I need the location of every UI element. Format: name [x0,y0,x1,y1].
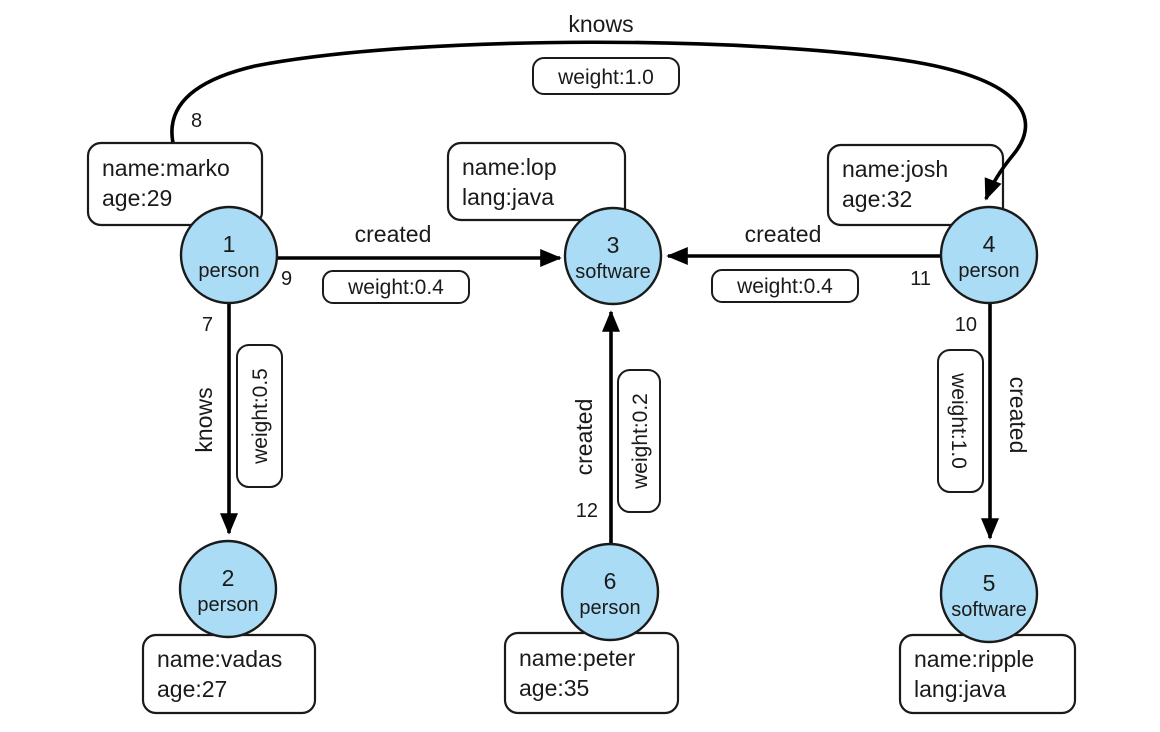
weight-box-edge-7 [236,344,283,488]
prop-age-marko: age:29 [102,185,172,211]
prop-age-vadas: age:27 [157,676,227,702]
edge-label-knows-1-4: knows [568,11,633,37]
node-3-type: software [575,261,651,283]
prop-name-peter: name:peter [519,645,636,671]
edge-created-1-3: created 9 weight:0.4 [240,221,562,304]
node-5-id: 5 [983,570,996,596]
node-4-id: 4 [983,231,996,257]
node-6-circle [560,542,660,642]
edge-created-4-3: created 11 weight:0.4 [666,221,950,303]
node-1-circle [179,205,279,305]
edge-line-knows-1-4 [170,40,1028,213]
node-3-circle [563,206,663,306]
prop-name-ripple: name:ripple [914,646,1034,672]
prop-age-josh: age:32 [842,186,912,212]
prop-box-node-3: name:lop lang:java [446,141,627,222]
node-6-type: person [579,597,640,619]
weight-label-edge-10: weight:1.0 [947,372,970,469]
edge-label-created-6-3: created [571,399,597,476]
prop-name-lop: name:lop [462,154,557,180]
node-5-circle [939,544,1039,644]
node-6: 6 person [560,542,660,642]
edge-label-knows-1-2: knows [191,387,217,452]
node-2: 2 person [178,539,278,639]
prop-lang-lop: lang:java [462,184,554,210]
weight-label-edge-8: weight:1.0 [557,66,654,89]
prop-name-vadas: name:vadas [157,646,282,672]
prop-name-marko: name:marko [102,155,230,181]
node-2-type: person [197,594,258,616]
edge-label-created-1-3: created [355,221,432,247]
weight-box-edge-12 [617,369,661,513]
edge-label-created-4-5: created [1005,377,1031,454]
node-2-id: 2 [222,565,235,591]
weight-box-edge-11 [711,269,859,303]
node-3-id: 3 [607,232,620,258]
edge-knows-1-4: knows 8 weight:1.0 [170,11,1028,213]
edge-id-10: 10 [955,314,977,336]
weight-box-edge-8 [532,57,680,95]
prop-box-rect-node-3 [446,141,627,222]
edge-id-11: 11 [910,268,931,290]
edge-id-8: 8 [191,110,202,132]
node-4-type: person [958,260,1019,282]
edge-created-6-3: 12 created weight:0.2 [571,310,661,548]
weight-label-edge-11: weight:0.4 [736,275,833,298]
prop-box-node-5: name:ripple lang:java [898,633,1077,715]
edge-id-12: 12 [576,500,598,522]
node-4: 4 person [939,205,1039,305]
node-4-circle [939,205,1039,305]
weight-label-edge-9: weight:0.4 [347,276,444,299]
weight-box-edge-9 [322,270,470,304]
prop-lang-ripple: lang:java [914,676,1006,702]
prop-box-rect-node-1 [86,141,264,227]
node-5-type: software [951,599,1027,621]
prop-age-peter: age:35 [519,675,589,701]
prop-name-josh: name:josh [842,156,948,182]
prop-box-rect-node-4 [826,143,1005,227]
weight-box-edge-10 [937,349,984,493]
node-2-circle [178,539,278,639]
edge-knows-1-2: 7 knows weight:0.5 [191,290,283,535]
edge-id-7: 7 [202,314,213,336]
edge-created-4-5: 10 created weight:1.0 [937,290,1031,540]
prop-box-node-4: name:josh age:32 [826,143,1005,227]
weight-label-edge-7: weight:0.5 [249,368,272,465]
node-6-id: 6 [604,568,617,594]
prop-box-node-2: name:vadas age:27 [141,633,317,715]
node-5: 5 software [939,544,1039,644]
prop-box-node-6: name:peter age:35 [503,631,680,715]
node-1: 1 person [179,205,279,305]
node-3: 3 software [563,206,663,306]
weight-label-edge-12: weight:0.2 [629,393,652,490]
edge-label-created-4-3: created [745,221,822,247]
node-1-id: 1 [223,231,236,257]
node-1-type: person [198,260,259,282]
edge-id-9: 9 [281,268,292,290]
prop-box-node-1: name:marko age:29 [86,141,264,227]
